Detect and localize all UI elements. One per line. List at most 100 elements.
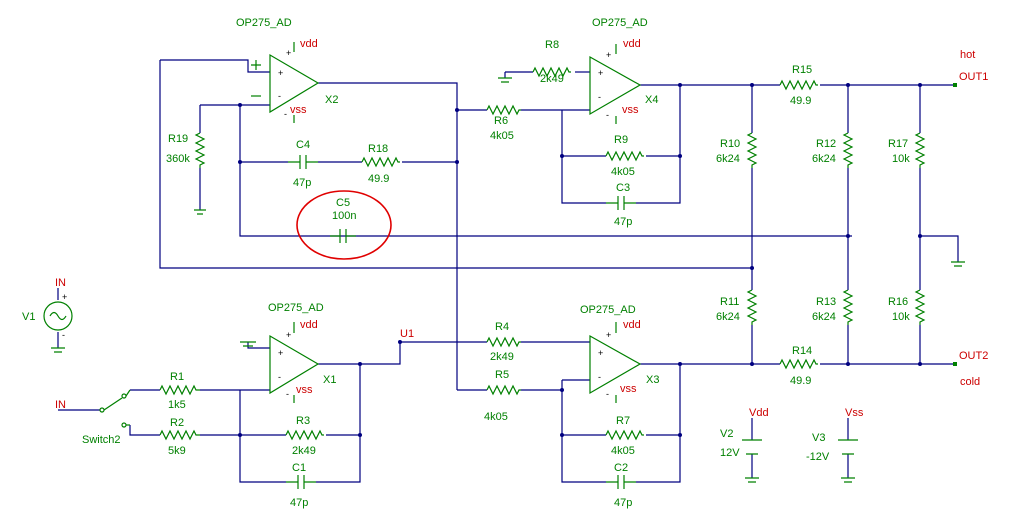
opamp-x1[interactable]: + - + - OP275_AD vdd vss X1 [268, 302, 336, 403]
resistor-r2[interactable]: R2 5k9 [159, 417, 200, 457]
ground-icon [51, 347, 65, 353]
resistor-r7[interactable]: R7 4k05 [605, 415, 644, 457]
pin-minus: - [62, 330, 65, 340]
resistor-ref: R9 [614, 134, 628, 146]
resistor-r15[interactable]: R15 49.9 [779, 64, 818, 107]
resistor-r1[interactable]: R1 1k5 [159, 371, 200, 411]
pin-minus: - [286, 389, 289, 399]
resistor-value: 2k49 [490, 351, 514, 363]
capacitor-value: 100n [332, 210, 356, 222]
opamp-ref: X1 [323, 374, 336, 386]
resistor-r3[interactable]: R3 2k49 [285, 415, 324, 457]
resistor-r12[interactable]: R12 6k24 [812, 132, 854, 168]
resistor-value: 49.9 [368, 173, 389, 185]
pin-minus: - [598, 92, 601, 102]
resistor-ref: R16 [888, 296, 908, 308]
resistor-r6[interactable]: R6 4k05 [486, 104, 521, 142]
resistor-ref: R10 [720, 138, 740, 150]
pin-plus: + [286, 330, 291, 340]
capacitor-c5[interactable]: C5 100n [296, 190, 392, 260]
resistor-ref: R1 [170, 371, 184, 383]
pin-plus: + [606, 50, 611, 60]
resistor-ref: R6 [494, 115, 508, 127]
opamp-x4[interactable]: + - + - OP275_AD vdd vss X4 [589, 17, 658, 124]
ground-icon [841, 477, 855, 483]
source-ref: V1 [22, 311, 35, 323]
resistor-value: 6k24 [716, 153, 740, 165]
resistor-value: 4k05 [484, 411, 508, 423]
resistor-r18[interactable]: R18 49.9 [361, 143, 400, 185]
opamp-model: OP275_AD [268, 302, 324, 314]
source-value: -12V [806, 451, 830, 463]
resistor-value: 1k5 [168, 399, 186, 411]
pin-plus: + [286, 48, 291, 58]
switch-switch2[interactable]: Switch2 IN [55, 389, 131, 446]
resistor-r11[interactable]: R11 6k24 [716, 289, 758, 325]
pin-minus: - [278, 91, 281, 101]
source-v1[interactable]: + - V1 IN [22, 277, 73, 340]
resistor-ref: R5 [495, 369, 509, 381]
pin-plus: + [598, 348, 603, 358]
pin-plus: + [598, 68, 603, 78]
ground-icon [498, 77, 512, 83]
resistor-r14[interactable]: R14 49.9 [779, 345, 818, 387]
opamp-model: OP275_AD [592, 17, 648, 29]
output-tag: hot [960, 49, 975, 61]
opamp-ref: X2 [325, 94, 338, 106]
vpos-label: vdd [300, 38, 318, 50]
resistor-value: 6k24 [812, 311, 836, 323]
junction-dots [238, 83, 922, 437]
output-name: OUT1 [959, 71, 988, 83]
source-ref: V2 [720, 428, 733, 440]
resistor-value: 2k49 [292, 445, 316, 457]
ground-icon [194, 209, 206, 215]
sine-icon [49, 311, 67, 321]
pin-plus: + [278, 348, 283, 358]
opamp-x3[interactable]: + - + - OP275_AD vdd vss X3 [580, 304, 659, 403]
net-label-u1: U1 [400, 328, 414, 340]
resistor-r8[interactable]: R8 2k49 [532, 39, 571, 85]
pin-minus: - [606, 389, 609, 399]
source-v2[interactable]: V2 12V Vdd [720, 407, 769, 459]
resistor-r19[interactable]: R19 360k [166, 132, 206, 168]
resistor-r10[interactable]: R10 6k24 [716, 132, 758, 168]
output-out2[interactable]: OUT2 cold [953, 350, 988, 388]
capacitor-value: 47p [614, 497, 632, 509]
capacitor-value: 47p [293, 177, 311, 189]
resistor-r13[interactable]: R13 6k24 [812, 289, 854, 325]
resistor-ref: R14 [792, 345, 812, 357]
resistor-r4[interactable]: R4 2k49 [486, 321, 521, 363]
resistor-value: 6k24 [716, 311, 740, 323]
capacitor-c1[interactable]: C1 47p [286, 462, 316, 509]
source-v3[interactable]: V3 -12V Vss [806, 407, 864, 463]
ground-icon [240, 341, 256, 347]
capacitor-ref: C5 [336, 197, 350, 209]
vneg-label: vss [620, 383, 637, 395]
opamp-model: OP275_AD [580, 304, 636, 316]
capacitor-c3[interactable]: C3 47p [606, 182, 636, 228]
pin-minus: - [278, 372, 281, 382]
opamp-model: OP275_AD [236, 17, 292, 29]
net-label: Vdd [749, 407, 769, 419]
capacitor-c4[interactable]: C4 47p [288, 139, 318, 189]
resistor-ref: R15 [792, 64, 812, 76]
ground-icon [745, 477, 759, 483]
pin-minus: - [284, 109, 287, 119]
resistor-r17[interactable]: R17 10k [888, 132, 926, 168]
pin-minus: - [598, 372, 601, 382]
resistor-r16[interactable]: R16 10k [888, 289, 926, 325]
resistor-ref: R4 [495, 321, 509, 333]
ground-icon [951, 261, 965, 267]
output-out1[interactable]: hot OUT1 [953, 49, 988, 87]
opamp-x2[interactable]: + - + - OP275_AD vdd vss X2 [236, 17, 338, 123]
resistor-r5[interactable]: R5 4k05 [484, 369, 521, 423]
opamp-ref: X3 [646, 374, 659, 386]
vneg-label: vss [290, 104, 307, 116]
capacitor-c2[interactable]: C2 47p [606, 462, 636, 509]
resistor-r9[interactable]: R9 4k05 [605, 134, 644, 178]
resistor-value: 10k [892, 153, 910, 165]
resistor-value: 6k24 [812, 153, 836, 165]
resistor-ref: R2 [170, 417, 184, 429]
capacitor-ref: C3 [616, 182, 630, 194]
